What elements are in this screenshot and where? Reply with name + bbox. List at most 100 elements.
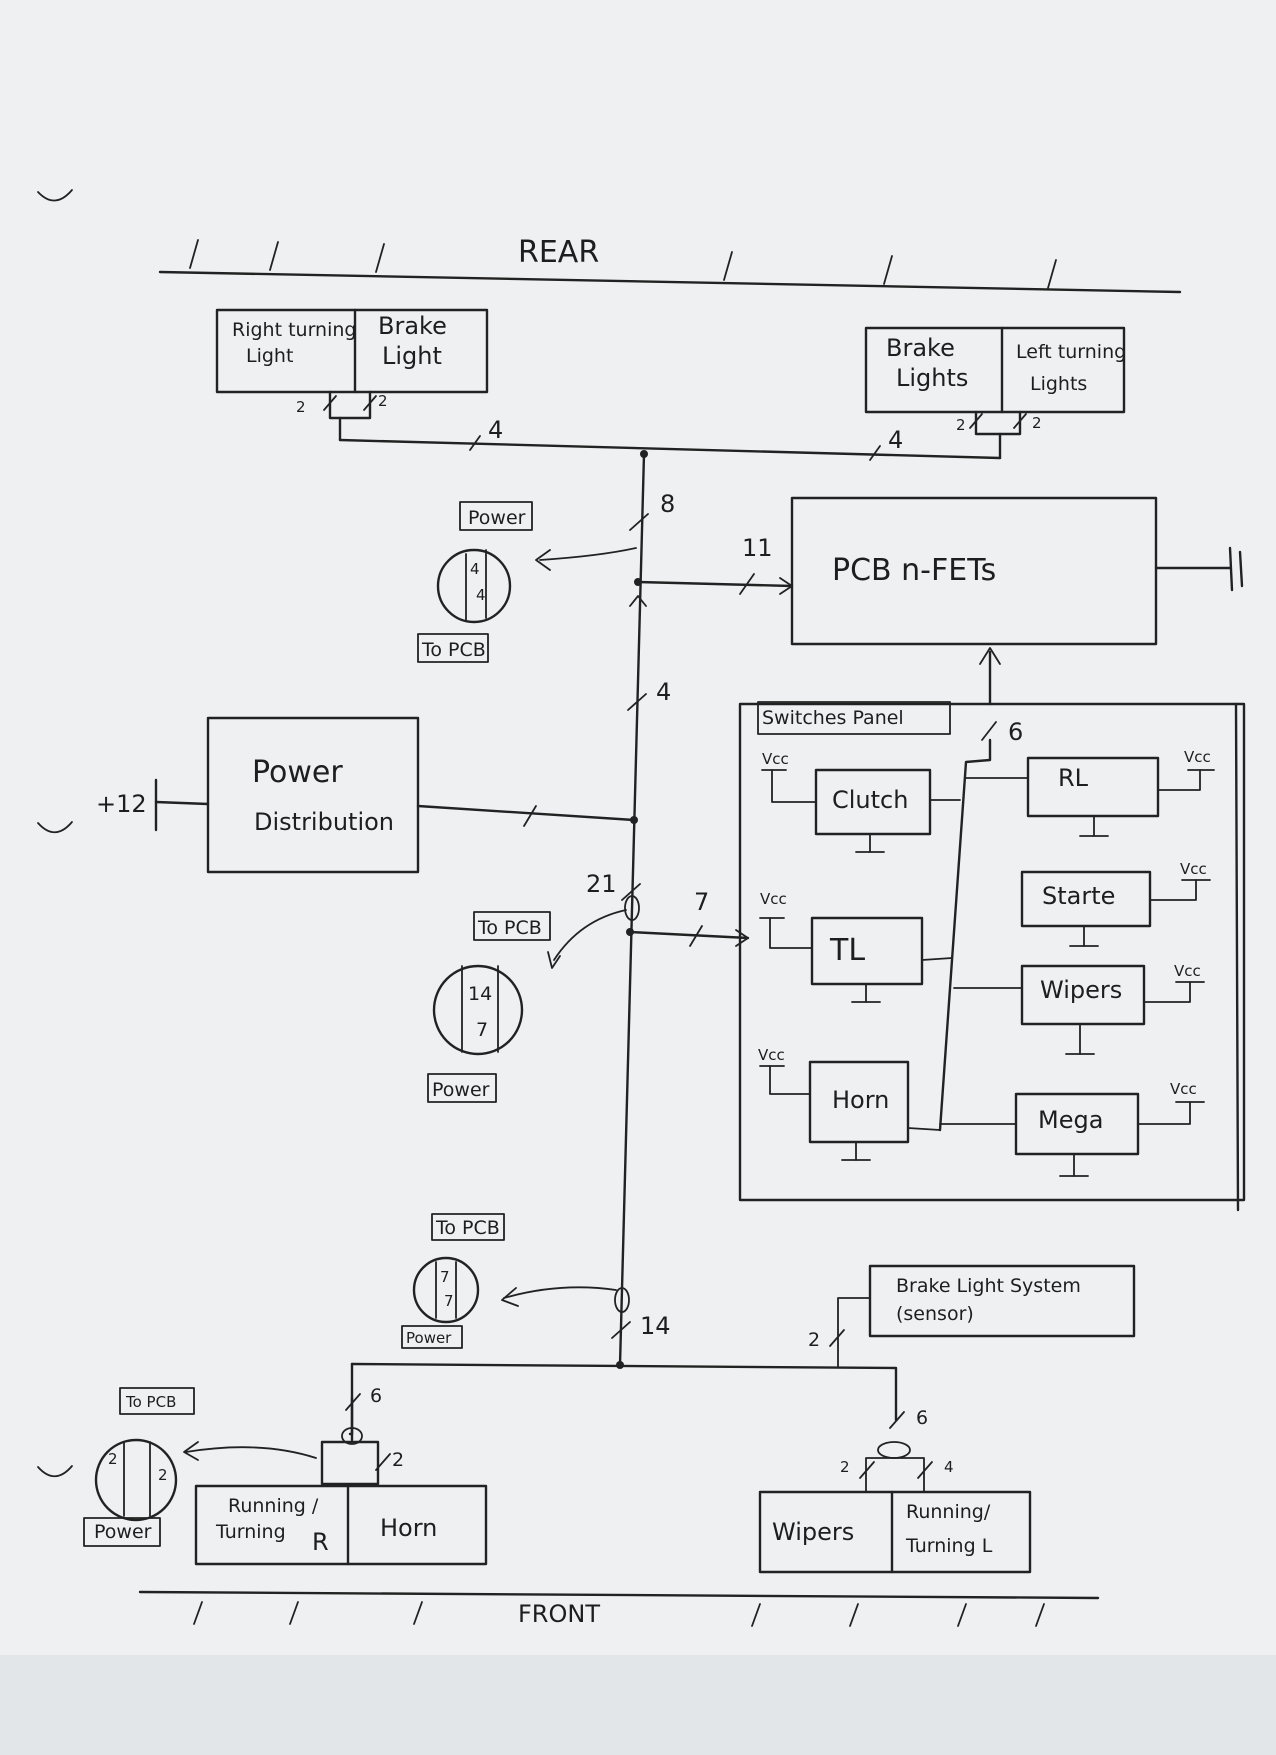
switches-input-wire [628, 930, 750, 940]
switches-panel [738, 702, 1246, 1202]
c1-bottom-label: To PCB [421, 639, 486, 661]
punch-hole [37, 1465, 73, 1478]
c1-n1: 4 [470, 560, 480, 578]
brake-lights-label: Brake [886, 334, 955, 362]
wire-count: 2 [956, 416, 966, 434]
wipers-label: Wipers [772, 1518, 854, 1546]
wire-count: 4 [488, 416, 503, 444]
pcb-box [790, 496, 1158, 646]
rear-left-light-box [215, 308, 489, 394]
c1-n2: 4 [476, 586, 486, 604]
front-hatches [193, 1601, 1045, 1627]
right-turning-light-label: Right turning [232, 319, 356, 341]
running-turning-l-label: Running/ [906, 1501, 991, 1523]
running-turning-r-label-2: Turning [215, 1521, 286, 1543]
c3-bottom-box [401, 1325, 463, 1349]
front-right-split [865, 1457, 925, 1493]
connector-4 [94, 1438, 178, 1522]
left-turning-lights-label: Left turning [1016, 341, 1126, 363]
front-edge-line [138, 1590, 1100, 1600]
vcc-label: Vcc [758, 1046, 785, 1064]
supply-wire [154, 800, 210, 806]
c3-n1: 7 [440, 1268, 450, 1286]
c1-bottom-box [417, 633, 489, 663]
wire-count-2-left: 2 [392, 1449, 404, 1471]
connector-1 [436, 548, 512, 624]
c1-top-label: Power [468, 507, 526, 529]
c4-n1: 2 [108, 1450, 118, 1468]
brake-sensor-wire [837, 1297, 871, 1367]
switches-title: Switches Panel [762, 707, 904, 729]
front-label: FRONT [518, 1600, 600, 1628]
switch-mega: Mega Vcc [939, 1080, 1205, 1177]
front-bus-line [350, 1362, 898, 1422]
brake-light-label-2: Light [382, 342, 442, 370]
power-label: Power [252, 755, 343, 790]
right-turning-light-label-2: Light [246, 345, 293, 367]
wire-count-8: 8 [660, 490, 675, 518]
brake-sensor-wire-count: 2 [808, 1329, 820, 1351]
wire-count: 2 [296, 398, 306, 416]
brake-lights-label-2: Lights [896, 364, 968, 392]
wire-count-2-right: 2 [840, 1458, 850, 1476]
front-left-junction [320, 1440, 380, 1486]
rl-label: RL [1058, 764, 1089, 792]
clutch-label: Clutch [832, 786, 908, 814]
c1-link [539, 547, 637, 561]
wire-count-7: 7 [694, 888, 709, 916]
c3-link [503, 1286, 617, 1299]
c2-n1: 14 [468, 983, 492, 1005]
c4-n2: 2 [158, 1466, 168, 1484]
running-turning-l-label-2: Turning L [905, 1535, 993, 1557]
c2-top-label: To PCB [477, 917, 542, 939]
main-trunk-wire [618, 452, 646, 1367]
brake-light-system-label-2: (sensor) [896, 1303, 974, 1325]
starte-label: Starte [1042, 882, 1115, 910]
c4-bottom-label: Power [94, 1521, 152, 1543]
switch-starte: Starte Vcc [1020, 860, 1211, 947]
switches-title-box [757, 701, 951, 735]
pcb-label: PCB n-FETs [832, 553, 996, 588]
c4-bottom-box [83, 1517, 161, 1547]
c1-top-box [459, 501, 533, 531]
wire-count-6-right: 6 [916, 1407, 928, 1429]
wire-count-14: 14 [640, 1312, 671, 1340]
rear-label: REAR [518, 235, 599, 270]
tl-label: TL [829, 933, 865, 968]
vcc-label: Vcc [760, 890, 787, 908]
wire-count: 2 [1032, 414, 1042, 432]
switch-wipers: Wipers Vcc [953, 962, 1205, 1055]
horn-switch-label: Horn [832, 1086, 889, 1114]
wire-count: 4 [888, 426, 903, 454]
horn-label: Horn [380, 1514, 437, 1542]
c4-top-label: To PCB [125, 1393, 176, 1411]
connector-3 [412, 1256, 480, 1324]
c2-n2: 7 [476, 1019, 488, 1041]
punch-hole [37, 189, 73, 202]
connector-2 [432, 964, 524, 1056]
upward-arrow [629, 595, 647, 607]
scan-shadow [0, 1655, 1276, 1755]
wire-count: 2 [378, 392, 388, 410]
c3-n2: 7 [444, 1292, 454, 1310]
power-label-2: Distribution [254, 808, 394, 836]
vcc-label: Vcc [1174, 962, 1201, 980]
trunk-connector [624, 895, 640, 921]
c3-bottom-label: Power [406, 1329, 452, 1347]
front-right-box [758, 1490, 1032, 1574]
c2-link [553, 909, 627, 961]
mega-label: Mega [1038, 1106, 1103, 1134]
rear-edge-line [158, 270, 1182, 294]
wire-count-21: 21 [586, 870, 617, 898]
wire-count-11: 11 [742, 534, 773, 562]
brake-light-system-label: Brake Light System [896, 1275, 1081, 1297]
left-turning-lights-label-2: Lights [1030, 373, 1087, 395]
switch-rl: RL Vcc [965, 748, 1215, 837]
brake-light-system-box [868, 1264, 1136, 1338]
c4-top-box [119, 1387, 195, 1415]
c3-top-box [431, 1213, 505, 1241]
wire-count-4-right: 4 [944, 1458, 954, 1476]
switch-tl: TL Vcc [759, 890, 953, 1003]
rear-bus-line [338, 438, 1002, 460]
wire-count-6-left: 6 [370, 1385, 382, 1407]
